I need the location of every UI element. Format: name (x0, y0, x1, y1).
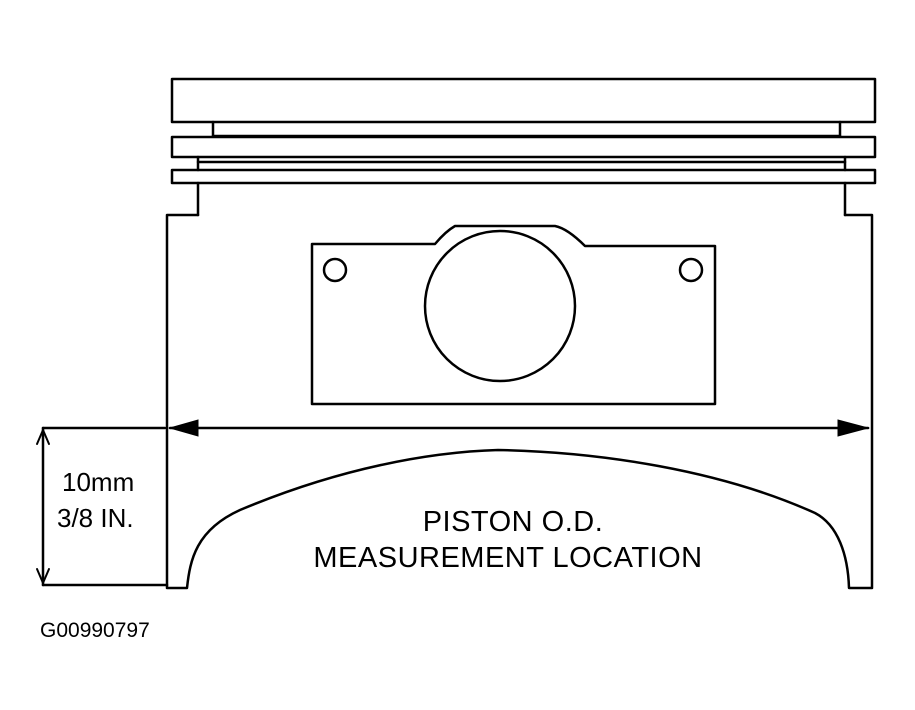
dimension-bottom-arrow (36, 568, 50, 586)
pin-boss-plate (310, 224, 717, 406)
piston-crown (170, 77, 877, 124)
caption-line-1: PISTON O.D. (422, 506, 604, 538)
compression-ring-2 (170, 135, 877, 159)
right-boss-hole (678, 257, 704, 283)
piston-skirt (165, 213, 874, 590)
figure-id: G00990797 (40, 619, 150, 642)
dimension-metric-label: 10mm (62, 467, 135, 497)
oil-ring (170, 168, 877, 185)
caption-line-2: MEASUREMENT LOCATION (313, 542, 703, 574)
left-arrowhead (168, 419, 199, 437)
dimension-imperial-label: 3/8 IN. (57, 503, 134, 533)
piston-pin (423, 229, 577, 383)
right-arrowhead (837, 419, 870, 437)
left-boss-hole (322, 257, 348, 283)
dimension-top-arrow (36, 427, 50, 445)
